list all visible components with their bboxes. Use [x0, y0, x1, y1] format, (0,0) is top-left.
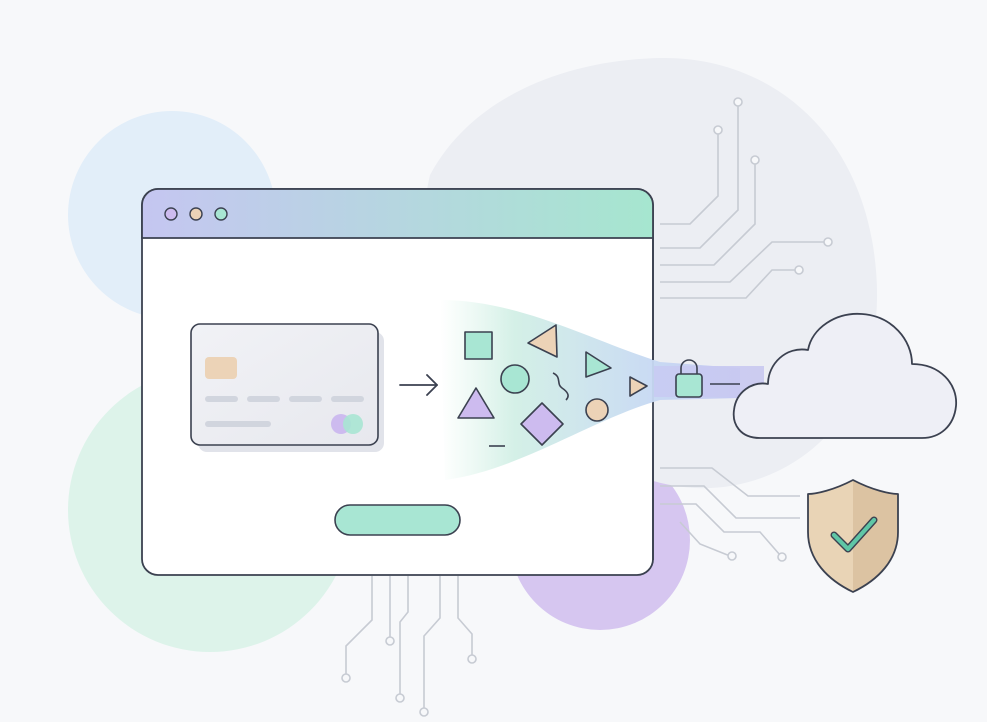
window-dot-purple	[164, 207, 178, 221]
arrow-right-icon	[399, 374, 438, 396]
data-stream	[440, 300, 740, 480]
triangle-shape-peach	[527, 324, 558, 358]
circle-shape-peach	[585, 398, 609, 422]
diamond-shape	[520, 402, 564, 446]
encryption-shapes	[457, 324, 648, 447]
triangle-shape-mint	[585, 351, 612, 378]
wave-shape	[552, 372, 569, 401]
padlock-icon	[675, 359, 740, 398]
submit-payment-button[interactable]	[334, 504, 461, 536]
card-chip	[205, 357, 237, 379]
circuit-traces-top	[660, 97, 833, 299]
triangle-shape-small	[629, 376, 648, 397]
circle-shape-mint	[500, 364, 530, 394]
circuit-traces-bottom	[341, 576, 477, 717]
circuit-traces-bottom-right	[660, 467, 800, 562]
triangle-shape-purple	[457, 387, 495, 419]
shield-check-icon	[807, 479, 899, 593]
window-dot-peach	[189, 207, 203, 221]
window-dot-mint	[214, 207, 228, 221]
cloud-icon	[732, 313, 957, 439]
square-shape	[464, 331, 493, 360]
card-logo-right	[343, 414, 363, 434]
credit-card-icon	[190, 323, 384, 452]
